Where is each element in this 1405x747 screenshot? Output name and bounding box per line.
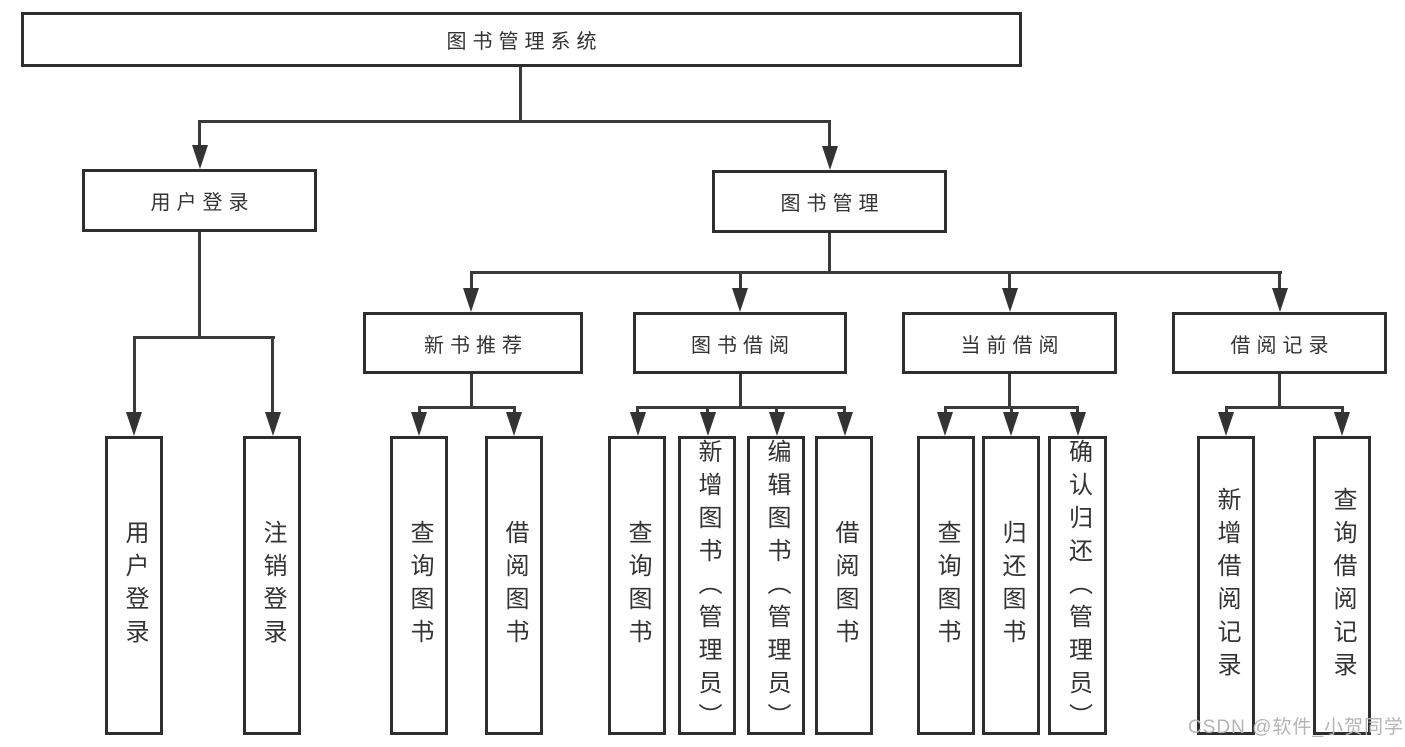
node-user-login: 用户登录 — [82, 169, 317, 232]
arrow-down-icon — [411, 412, 427, 436]
arrow-down-icon — [836, 412, 853, 436]
arrow-down-icon — [1334, 412, 1350, 436]
connector-group-stem — [469, 374, 473, 406]
leaf-query-books-1: 查询图书 — [390, 436, 448, 735]
connector-drop — [1008, 271, 1011, 290]
leaf-user-login: 用户登录 — [105, 436, 163, 735]
leaf-borrow-books-1: 借阅图书 — [485, 436, 543, 735]
watermark: CSDN @软件_小贺同学 — [1188, 717, 1404, 738]
connector-rail-group — [417, 406, 516, 409]
connector-drop — [1076, 406, 1079, 414]
arrow-down-icon — [732, 288, 748, 312]
leaf-add-books-admin: 新增图书（管理员） — [678, 436, 736, 736]
connector-rail-level1 — [198, 120, 831, 123]
arrow-down-icon — [126, 412, 142, 436]
connector-drop — [1224, 406, 1228, 414]
connector-drop — [738, 271, 742, 290]
arrow-down-icon — [1001, 288, 1018, 312]
arrow-down-icon — [699, 412, 716, 436]
arrow-down-icon — [821, 146, 838, 170]
arrow-down-icon — [506, 412, 522, 436]
connector-group-stem — [738, 374, 742, 406]
connector-rail-level2 — [469, 271, 1282, 274]
connector-rail-group — [636, 406, 846, 409]
leaf-add-borrow-record: 新增借阅记录 — [1197, 436, 1255, 735]
leaf-edit-books-admin: 编辑图书（管理员） — [747, 436, 805, 736]
connector-drop-user-login — [198, 120, 201, 147]
connector-drop — [469, 271, 473, 290]
connector-drop — [775, 406, 778, 414]
connector-root-stem — [519, 67, 522, 120]
connector-drop — [706, 406, 709, 414]
connector-drop — [843, 406, 846, 414]
arrow-down-icon — [1218, 412, 1234, 436]
leaf-confirm-return-admin: 确认归还（管理员） — [1048, 436, 1107, 736]
leaf-return-books: 归还图书 — [982, 436, 1040, 735]
leaf-query-borrow-record: 查询借阅记录 — [1313, 436, 1371, 735]
connector-drop — [417, 406, 421, 414]
leaf-logout: 注销登录 — [243, 436, 301, 735]
connector-drop — [512, 406, 516, 414]
node-current-borrowing: 当前借阅 — [902, 312, 1117, 374]
node-new-book-recommendation: 新书推荐 — [363, 312, 583, 374]
node-book-borrowing: 图书借阅 — [633, 312, 847, 374]
arrow-down-icon — [1069, 412, 1086, 436]
arrow-down-icon — [629, 412, 646, 436]
connector-drop — [943, 406, 947, 414]
arrow-down-icon — [1003, 412, 1019, 436]
arrow-down-icon — [463, 288, 479, 312]
leaf-borrow-books-2: 借阅图书 — [815, 436, 873, 735]
arrow-down-icon — [937, 412, 953, 436]
connector-drop — [132, 336, 136, 414]
connector-drop — [1009, 406, 1013, 414]
connector-drop — [636, 406, 639, 414]
arrow-down-icon — [768, 412, 785, 436]
connector-group-stem — [1278, 374, 1281, 406]
node-book-management: 图书管理 — [712, 170, 947, 233]
node-library-management-system: 图书管理系统 — [21, 12, 1022, 67]
arrow-down-icon — [264, 412, 281, 436]
connector-drop — [271, 336, 274, 414]
connector-drop — [1340, 406, 1344, 414]
connector-drop — [1278, 271, 1281, 290]
connector-rail-group — [1224, 406, 1343, 409]
connector-user-login-stem — [198, 232, 201, 336]
leaf-query-books-3: 查询图书 — [917, 436, 975, 735]
connector-drop-book-management — [828, 120, 831, 148]
arrow-down-icon — [1271, 288, 1288, 312]
connector-rail-user-login — [132, 336, 275, 339]
leaf-query-books-2: 查询图书 — [608, 436, 666, 735]
arrow-down-icon — [191, 145, 208, 169]
node-borrowing-records: 借阅记录 — [1172, 312, 1387, 374]
connector-book-mgmt-stem — [828, 233, 831, 271]
connector-group-stem — [1008, 374, 1011, 406]
